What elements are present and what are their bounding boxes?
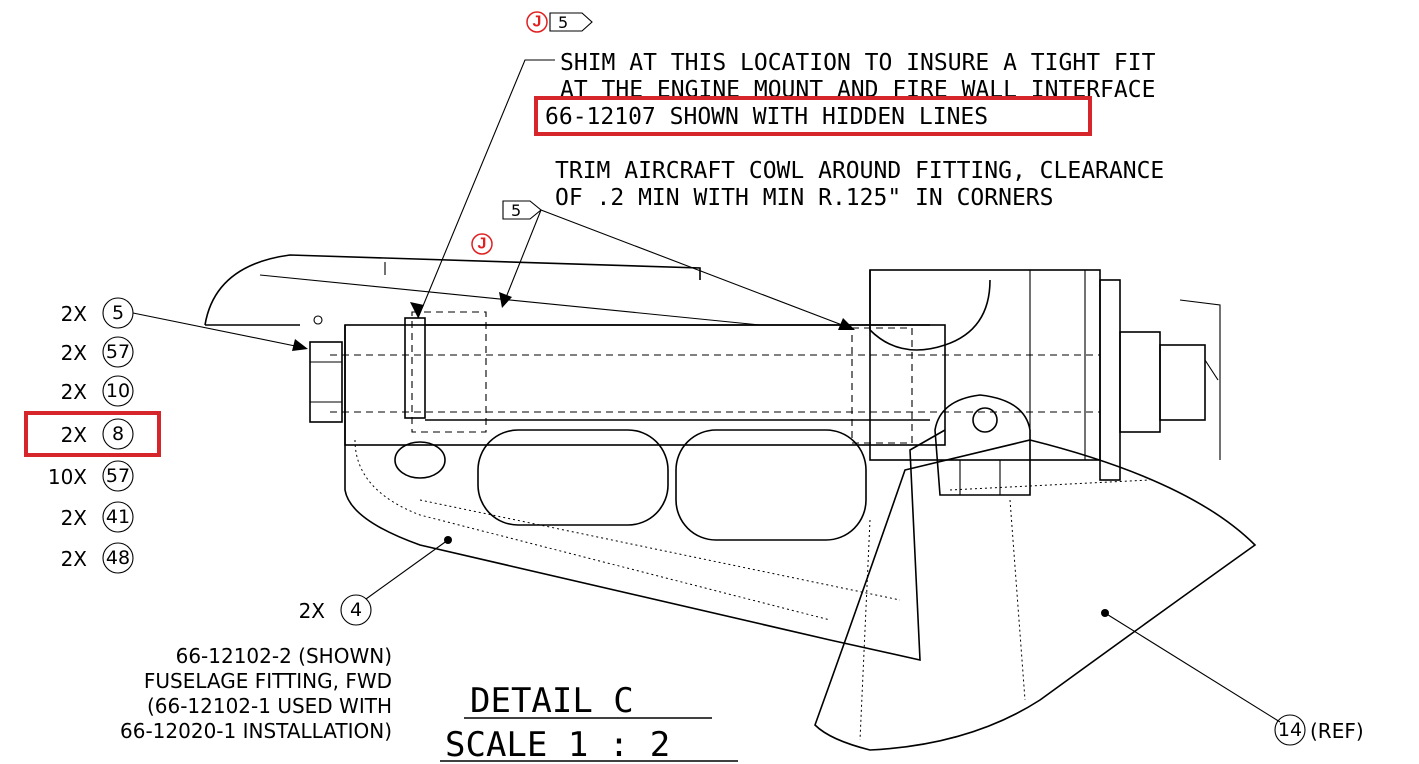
item-number: 14 (1278, 719, 1302, 741)
item-number: 41 (106, 506, 130, 528)
part-note-line2: FUSELAGE FITTING, FWD (144, 669, 392, 693)
trim-leader-2 (540, 209, 851, 329)
fitting-assembly (204, 254, 1257, 751)
cowl-hidden-edge (1009, 499, 1026, 701)
reference-suffix: (REF) (1310, 719, 1364, 743)
item-balloon (102, 336, 134, 368)
fitting-inner-contour (354, 439, 831, 621)
hidden-shim (851, 327, 913, 444)
bushing-flange (404, 317, 426, 419)
shim-note-line1: SHIM AT THIS LOCATION TO INSURE A TIGHT … (560, 50, 1156, 76)
callout-stack: 2X 5 2X 57 2X 10 2X 8 10X 57 2X 41 (24, 297, 308, 574)
callout-qty: 10X (48, 465, 87, 489)
trim-note-line1: TRIM AIRCRAFT COWL AROUND FITTING, CLEAR… (555, 158, 1164, 184)
right-fastener-head (1159, 344, 1206, 421)
item-balloon (102, 542, 134, 574)
housing-right-edge (1179, 299, 1221, 460)
item-number: 4 (350, 599, 362, 621)
hidden-lines-note: 66-12107 SHOWN WITH HIDDEN LINES (545, 104, 988, 130)
fitting-body-outline (344, 325, 946, 662)
revision-marker-top: J 5 (526, 11, 593, 33)
castle-nut (934, 394, 1031, 496)
bolt-nut (309, 341, 343, 423)
detail-title: DETAIL C (470, 681, 634, 721)
item-balloon (340, 594, 372, 626)
detail-scale: SCALE 1 : 2 (445, 725, 670, 764)
callout-row-highlighted: 2X 8 (24, 411, 161, 457)
item-number: 57 (106, 465, 130, 487)
callout-qty: 2X (61, 547, 88, 571)
callout-leader (132, 312, 306, 349)
callout-qty: 2X (61, 380, 88, 404)
cowl-upper-edge (204, 254, 701, 326)
callout-leader (1104, 612, 1281, 723)
item-number: 10 (106, 380, 130, 402)
note-flag (549, 12, 593, 32)
hidden-lines-highlight-box (534, 96, 1092, 136)
aircraft-cowl (814, 439, 1257, 751)
callout-row: 2X 41 (61, 501, 134, 533)
arrowhead (838, 318, 855, 330)
detail-title-block: DETAIL C SCALE 1 : 2 (440, 681, 738, 764)
callout-row: 2X 48 (61, 542, 134, 574)
item-number: 5 (112, 302, 124, 324)
trim-note-line2: OF .2 MIN WITH MIN R.125" IN CORNERS (555, 185, 1054, 211)
hole-mark (313, 315, 323, 325)
cowl-hidden-edge (859, 519, 871, 741)
note-flag (502, 200, 542, 220)
hidden-bushing (411, 311, 487, 433)
callout-qty: 2X (61, 341, 88, 365)
item-number: 48 (106, 547, 130, 569)
callout-row: 2X 10 (61, 375, 134, 407)
item-number: 57 (106, 341, 130, 363)
arrowhead (410, 302, 424, 318)
cotter-pin-hole (972, 407, 998, 433)
revision-circle (526, 11, 548, 33)
revision-circle (471, 233, 493, 255)
shim-leader (417, 59, 555, 319)
callout-highlight-box (24, 411, 161, 457)
trim-leader-1 (504, 209, 542, 301)
note-flag-number: 5 (558, 13, 568, 32)
part-note-line1: 66-12102-2 (SHOWN) (176, 644, 392, 668)
revision-letter: J (533, 14, 542, 31)
revision-marker-lower: 5 J (471, 200, 542, 255)
fitting-edge-line (419, 499, 901, 601)
right-fastener (1119, 331, 1161, 433)
callout-row: 10X 57 (48, 460, 134, 492)
callout-qty: 2X (299, 599, 326, 623)
cowl-callout: 14 (REF) (1104, 612, 1364, 746)
callout-row: 2X 57 (61, 336, 134, 368)
part-note: 66-12102-2 (SHOWN) FUSELAGE FITTING, FWD… (120, 644, 392, 743)
lightening-pocket-1 (477, 429, 669, 526)
callout-qty: 2X (61, 506, 88, 530)
item-balloon (102, 501, 134, 533)
cowl-hidden-edge (949, 479, 1151, 491)
callout-qty: 2X (61, 302, 88, 326)
fitting-top-block (344, 324, 946, 446)
firewall-plate (1099, 279, 1121, 481)
item-balloon (102, 418, 134, 450)
arrowhead (292, 339, 308, 351)
callout-qty: 2X (61, 423, 88, 447)
fitting-callout: 2X 4 (299, 539, 449, 626)
fitting-hole (394, 441, 446, 479)
callout-leader (365, 539, 449, 600)
part-note-line4: 66-12020-1 INSTALLATION) (120, 719, 392, 743)
callout-row: 2X 5 (61, 297, 134, 329)
item-balloon (1274, 714, 1306, 746)
item-balloon (102, 375, 134, 407)
item-number: 8 (112, 423, 124, 445)
lightening-pocket-2 (675, 429, 867, 541)
revision-letter: J (478, 236, 487, 253)
part-note-line3: (66-12102-1 USED WITH (147, 694, 392, 718)
housing-cutout (869, 270, 991, 351)
fastener-detail (1204, 359, 1219, 381)
note-flag-number: 5 (511, 201, 521, 220)
cowl-inner-line (259, 274, 761, 326)
item-balloon (102, 460, 134, 492)
